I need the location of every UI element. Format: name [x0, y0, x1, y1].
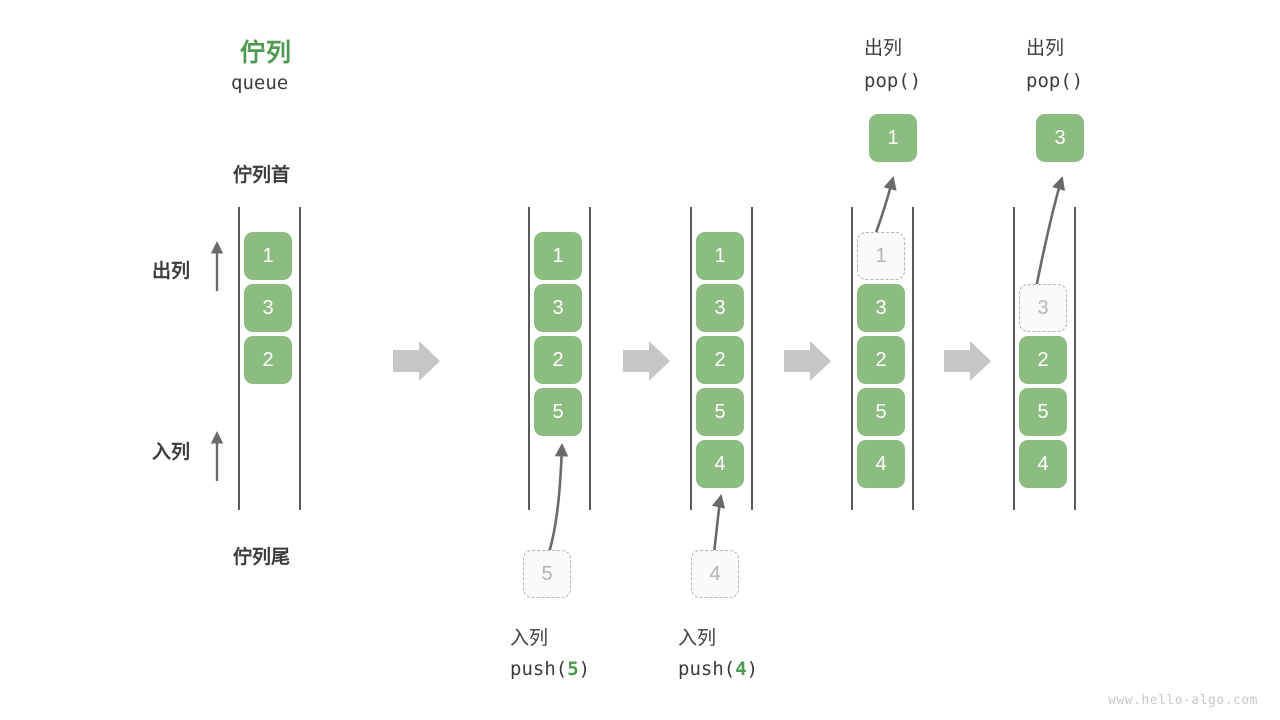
- queue-cell-new: 5: [534, 388, 582, 436]
- enqueue-direction-label: 入列: [152, 442, 191, 463]
- queue-cell: 3: [857, 284, 905, 332]
- queue-cell: 3: [696, 284, 744, 332]
- push-caption-cn: 入列: [678, 628, 717, 649]
- queue-cell: 4: [1019, 440, 1067, 488]
- queue-head-label: 佇列首: [233, 165, 291, 186]
- popped-element-cell: 1: [869, 114, 917, 162]
- popped-slot-cell: 1: [857, 232, 905, 280]
- queue-cell: 5: [696, 388, 744, 436]
- push-caption-cn: 入列: [510, 628, 549, 649]
- queue-rail-left: [528, 207, 530, 510]
- popped-slot-cell: 3: [1019, 284, 1067, 332]
- queue-cell: 5: [857, 388, 905, 436]
- pending-push-cell: 4: [691, 550, 739, 598]
- dequeue-direction-label: 出列: [152, 261, 191, 282]
- push-caption-code-post: ): [578, 658, 591, 680]
- popped-element-cell: 3: [1036, 114, 1084, 162]
- page-subtitle: queue: [231, 72, 289, 94]
- queue-rail-right: [299, 207, 301, 510]
- queue-cell: 3: [244, 284, 292, 332]
- queue-cell: 2: [534, 336, 582, 384]
- queue-cell: 5: [1019, 388, 1067, 436]
- queue-cell: 2: [696, 336, 744, 384]
- queue-rail-left: [1013, 207, 1015, 510]
- push-caption-code-value: 4: [735, 658, 747, 680]
- push-caption-code-value: 5: [567, 658, 579, 680]
- push-caption-code-pre: push(: [678, 658, 736, 680]
- push-caption-code: push(4): [678, 658, 758, 680]
- watermark: www.hello-algo.com: [1108, 693, 1258, 708]
- queue-rail-left: [851, 207, 853, 510]
- queue-cell: 3: [534, 284, 582, 332]
- push-caption-code-post: ): [746, 658, 759, 680]
- pop-caption-cn: 出列: [864, 38, 903, 59]
- queue-cell: 2: [857, 336, 905, 384]
- queue-tail-label: 佇列尾: [233, 547, 291, 568]
- queue-rail-right: [751, 207, 753, 510]
- queue-cell: 2: [1019, 336, 1067, 384]
- queue-rail-right: [912, 207, 914, 510]
- queue-cell: 1: [696, 232, 744, 280]
- pop-caption-code: pop(): [1026, 70, 1084, 92]
- queue-rail-left: [690, 207, 692, 510]
- page-title: 佇列: [240, 39, 293, 67]
- pop-caption-cn: 出列: [1026, 38, 1065, 59]
- queue-cell: 4: [857, 440, 905, 488]
- queue-cell: 1: [534, 232, 582, 280]
- queue-rail-right: [1074, 207, 1076, 510]
- pop-caption-code: pop(): [864, 70, 922, 92]
- queue-cell: 2: [244, 336, 292, 384]
- push-caption-code-pre: push(: [510, 658, 568, 680]
- queue-cell: 1: [244, 232, 292, 280]
- queue-rail-right: [589, 207, 591, 510]
- queue-cell-new: 4: [696, 440, 744, 488]
- push-caption-code: push(5): [510, 658, 590, 680]
- queue-rail-left: [238, 207, 240, 510]
- pending-push-cell: 5: [523, 550, 571, 598]
